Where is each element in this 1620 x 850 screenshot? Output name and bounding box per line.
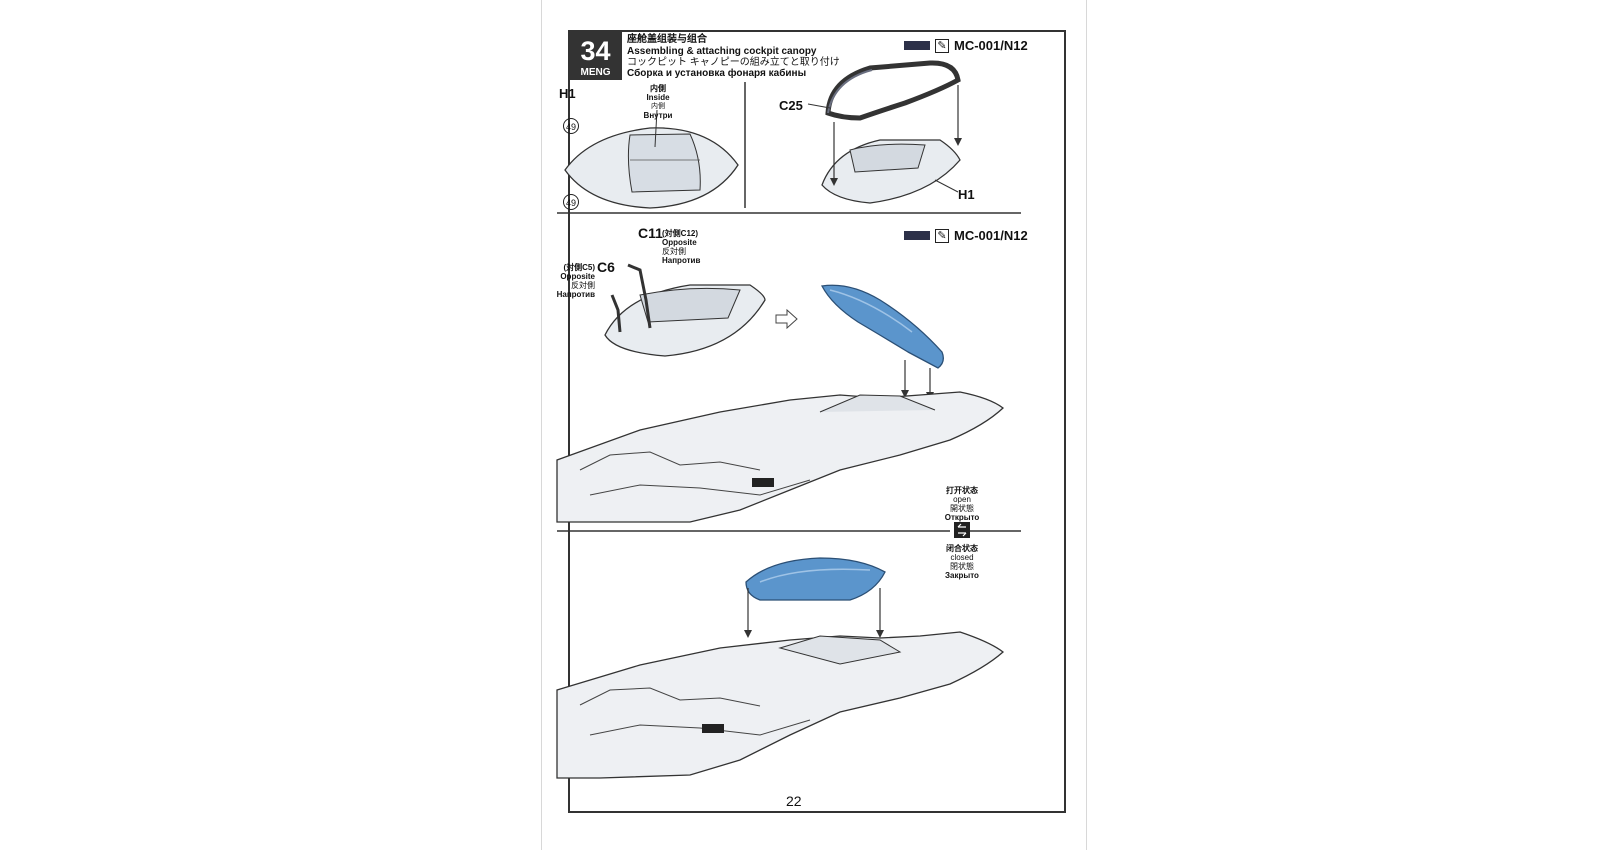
paint-ref-top: ✎ MC-001/N12 [904,38,1028,53]
paint-code: MC-001/N12 [954,228,1028,243]
brush-icon: ✎ [935,228,949,243]
inside-label: 内側 Inside 内側 Внутри [643,84,673,120]
title-en: Assembling & attaching cockpit canopy [627,46,817,57]
canopy-frame-c25 [825,60,961,121]
part-label-c11: C11 [638,225,663,241]
title-ja: コックピット キャノピーの組み立てと取り付け [627,57,840,68]
canopy-h1-inside-view [564,109,739,209]
part-label-c6: C6 [597,259,615,275]
arrow-down-icon [954,138,962,146]
arrow-down-icon [901,390,909,398]
step-number: 34 [569,31,622,71]
part-label-c25: C25 [779,98,803,113]
swap-arrows-icon [954,522,970,538]
fuselage-open-state [556,391,1005,523]
blue-canopy-open [820,284,944,369]
fuselage-closed-state [556,631,1005,779]
part-label-h1: H1 [559,86,576,101]
brand-logo: MENG [569,66,622,80]
arrow-right-icon [775,308,798,330]
paint-ref-middle: ✎ MC-001/N12 [904,228,1028,243]
page-number: 22 [786,793,802,809]
closed-state-label: 闭合状态 closed 閉状態 Закрыто [945,544,979,580]
part-label-h1-outside: H1 [958,187,975,202]
arrow-down-icon [876,630,884,638]
title-zh: 座舱盖组装与组合 [627,34,707,45]
marker-49-bottom: 49 [563,194,579,210]
paint-chip [904,41,930,50]
brush-icon: ✎ [935,38,949,53]
canopy-with-hinges [604,263,766,357]
arrow-down-icon [830,178,838,186]
blue-canopy-closed [745,557,886,601]
open-state-label: 打开状态 open 開状態 Открыто [944,486,980,522]
canopy-h1-outside-view [821,139,961,204]
paint-code: MC-001/N12 [954,38,1028,53]
title-ru: Сборка и установка фонаря кабины [627,68,807,79]
c6-opposite-note: (対側C5) Opposite 反対側 Напротив [556,263,595,299]
arrow-down-icon [744,630,752,638]
marker-49-top: 49 [563,118,579,134]
paint-chip [904,231,930,240]
step-frame [568,30,1066,813]
c11-opposite-note: (対側C12) Opposite 反対側 Напротив [662,229,701,265]
